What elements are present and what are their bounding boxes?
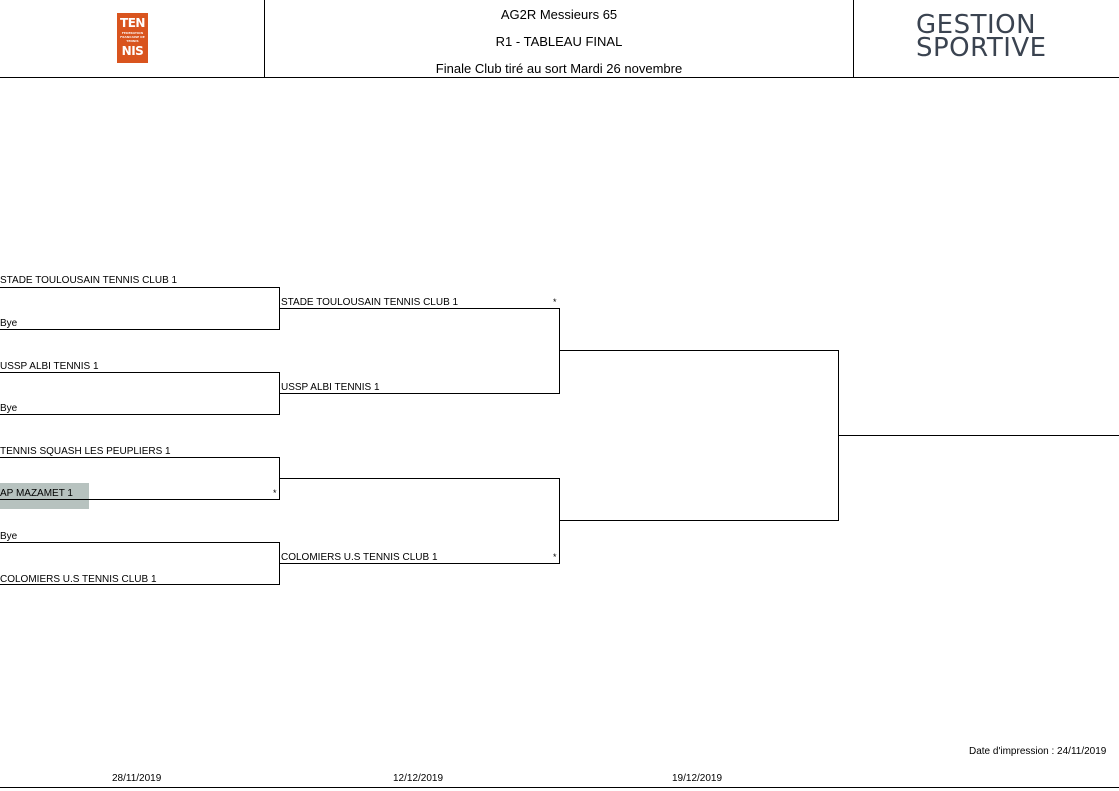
winner-marker: *	[273, 488, 277, 498]
logo-text: TEN	[120, 16, 145, 30]
header-divider	[264, 0, 265, 77]
round2-entry[interactable]: STADE TOULOUSAIN TENNIS CLUB 1	[281, 297, 459, 308]
bracket-line	[0, 372, 280, 373]
bracket-line	[280, 308, 560, 309]
round1-entry[interactable]: USSP ALBI TENNIS 1	[0, 361, 99, 372]
competition-title: AG2R Messieurs 65	[500, 7, 618, 22]
round1-entry[interactable]: AP MAZAMET 1	[0, 488, 73, 499]
logo-text: GESTION	[916, 10, 1037, 40]
draw-note: Finale Club tiré au sort Mardi 26 novemb…	[435, 61, 683, 76]
print-date: Date d'impression : 24/11/2019	[969, 746, 1107, 757]
round1-entry[interactable]: Bye	[0, 403, 18, 414]
bracket-line	[559, 308, 560, 394]
round2-entry[interactable]: COLOMIERS U.S TENNIS CLUB 1	[281, 552, 438, 563]
bracket-line	[838, 350, 839, 521]
bracket-line	[839, 435, 1119, 436]
tennis-logo: TEN FEDERATION FRANCAISE DE TENNIS NIS	[117, 13, 148, 63]
gestion-sportive-logo: GESTION SPORTIVE	[916, 10, 1066, 63]
logo-text: SPORTIVE	[916, 33, 1047, 63]
round-date: 28/11/2019	[112, 773, 162, 784]
round1-entry[interactable]: Bye	[0, 318, 18, 329]
logo-text: NIS	[121, 44, 144, 58]
bracket-line	[280, 393, 560, 394]
bracket-line	[0, 329, 280, 330]
bracket-line	[279, 542, 280, 585]
logo-text: FEDERATION FRANCAISE DE TENNIS	[120, 31, 145, 43]
round1-entry[interactable]: TENNIS SQUASH LES PEUPLIERS 1	[0, 446, 171, 457]
bracket-line	[560, 350, 839, 351]
bracket-line	[279, 457, 280, 500]
page-header: TEN FEDERATION FRANCAISE DE TENNIS NIS A…	[0, 0, 1119, 78]
bracket-line	[280, 478, 560, 479]
bracket-line	[279, 287, 280, 330]
round2-entry[interactable]: USSP ALBI TENNIS 1	[281, 382, 380, 393]
bracket-line	[279, 372, 280, 415]
bracket-line	[559, 478, 560, 564]
bracket-line	[0, 584, 280, 585]
round1-entry[interactable]: STADE TOULOUSAIN TENNIS CLUB 1	[0, 275, 178, 286]
bracket-line	[280, 563, 560, 564]
header-divider	[853, 0, 854, 77]
winner-marker: *	[553, 297, 557, 307]
round1-entry[interactable]: Bye	[0, 531, 18, 542]
round-date: 19/12/2019	[672, 773, 723, 784]
winner-marker: *	[553, 552, 557, 562]
bracket-line	[0, 499, 280, 500]
bracket-line	[0, 457, 280, 458]
round-date: 12/12/2019	[393, 773, 444, 784]
bracket-line	[560, 520, 839, 521]
bracket-line	[0, 542, 280, 543]
round1-entry[interactable]: COLOMIERS U.S TENNIS CLUB 1	[0, 574, 157, 585]
bracket-line	[0, 414, 280, 415]
footer-rule	[0, 787, 1119, 788]
competition-subtitle: R1 - TABLEAU FINAL	[495, 34, 623, 49]
selected-slot-highlight	[0, 483, 89, 509]
bracket-line	[0, 287, 280, 288]
